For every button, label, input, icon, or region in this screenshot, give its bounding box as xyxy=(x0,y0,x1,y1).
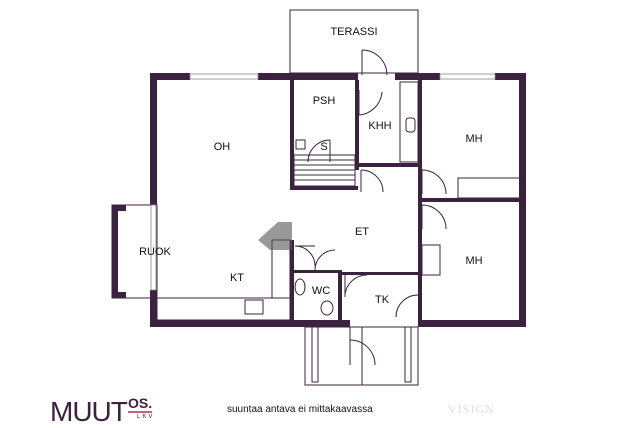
window xyxy=(189,73,259,80)
company-logo-lkv: LKV xyxy=(137,414,155,420)
room-label-mh1: MH xyxy=(465,133,482,145)
scale-note: suuntaa antava ei mittakaavassa xyxy=(227,404,373,415)
watermark: VISIGN xyxy=(448,402,495,416)
room-label-sauna: S xyxy=(320,141,327,153)
interior-walls xyxy=(290,80,519,320)
room-label-kt: KT xyxy=(230,272,244,284)
company-logo: MUUT xyxy=(50,396,128,427)
bedroom-furniture xyxy=(457,177,521,199)
room-label-khh: KHH xyxy=(368,120,391,132)
terrace-outline xyxy=(289,9,419,74)
kitchen-counter xyxy=(156,297,291,321)
doors xyxy=(294,49,447,366)
room-label-psh: PSH xyxy=(313,95,336,107)
wc-sink xyxy=(294,278,306,296)
room-label-et: ET xyxy=(355,226,369,238)
room-label-mh2: MH xyxy=(465,255,482,267)
room-label-oh: OH xyxy=(214,141,231,153)
room-label-wc: WC xyxy=(312,285,330,297)
company-logo-os: OS. xyxy=(128,395,153,413)
room-label-tk: TK xyxy=(375,294,390,306)
utility-counter xyxy=(399,81,419,163)
room-label-ruok: RUOK xyxy=(139,246,171,258)
toilet xyxy=(320,300,334,316)
sauna-bench xyxy=(293,139,356,187)
room-label-terrace: TERASSI xyxy=(330,26,377,38)
fireplace xyxy=(258,222,292,250)
window xyxy=(439,73,496,80)
outer-walls xyxy=(150,73,526,327)
